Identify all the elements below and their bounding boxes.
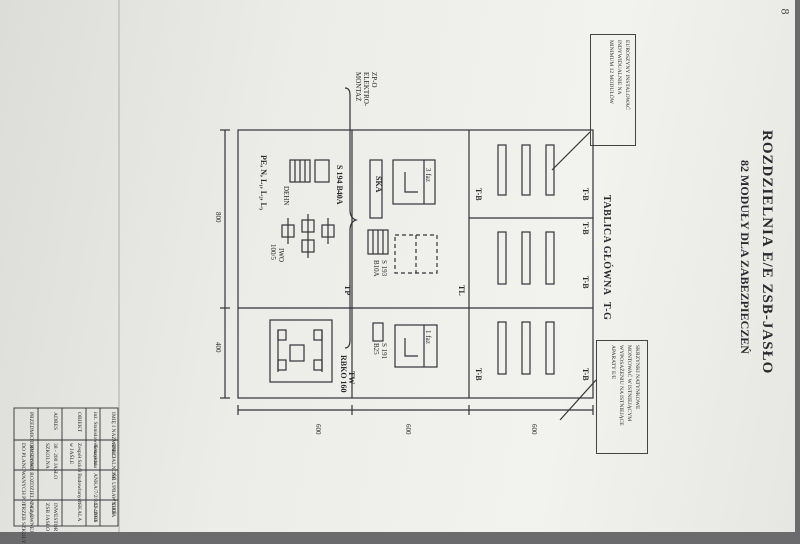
stamp-address-2: SZKOLNA: [44, 443, 50, 469]
stamp-object-label: OBIEKT: [76, 412, 82, 433]
stamp-investor: ZSB JASŁO: [44, 503, 50, 531]
stamp-address-1: 38 - 200 JASŁO: [52, 443, 58, 480]
stamp-investor-label: INWESTOR: [52, 503, 58, 532]
fold-line: [118, 0, 120, 532]
stamp-specialty: elektryczna: [92, 443, 98, 469]
stamp-object-2: w JAŚLE: [68, 443, 74, 465]
busbar-note-box: [590, 34, 636, 146]
stamp-subject-2: DO PLANOWANYCH POTRZEB SZKOŁY: [20, 443, 26, 544]
boxes-note-box: [596, 340, 648, 454]
stamp-subject-1: OBUDOWA ROZDZIELNI GŁÓWNEJ: [28, 443, 34, 533]
stamp-scale-label: SKALA: [76, 503, 82, 522]
title-block: [13, 407, 119, 527]
stamp-header-date: DATA: [110, 503, 116, 518]
switchboard-drawing: [220, 87, 597, 421]
stamp-object-1: Zespół Szkół Budowlanych: [76, 443, 82, 504]
stamp-drawing-number-label: Nr rys.: [28, 503, 34, 519]
stamp-address-label: ADRES: [52, 412, 58, 431]
board-outline: [237, 129, 594, 399]
stamp-date: 12. 2016: [92, 503, 98, 523]
stamp-drawing-number: 1: [20, 503, 26, 506]
